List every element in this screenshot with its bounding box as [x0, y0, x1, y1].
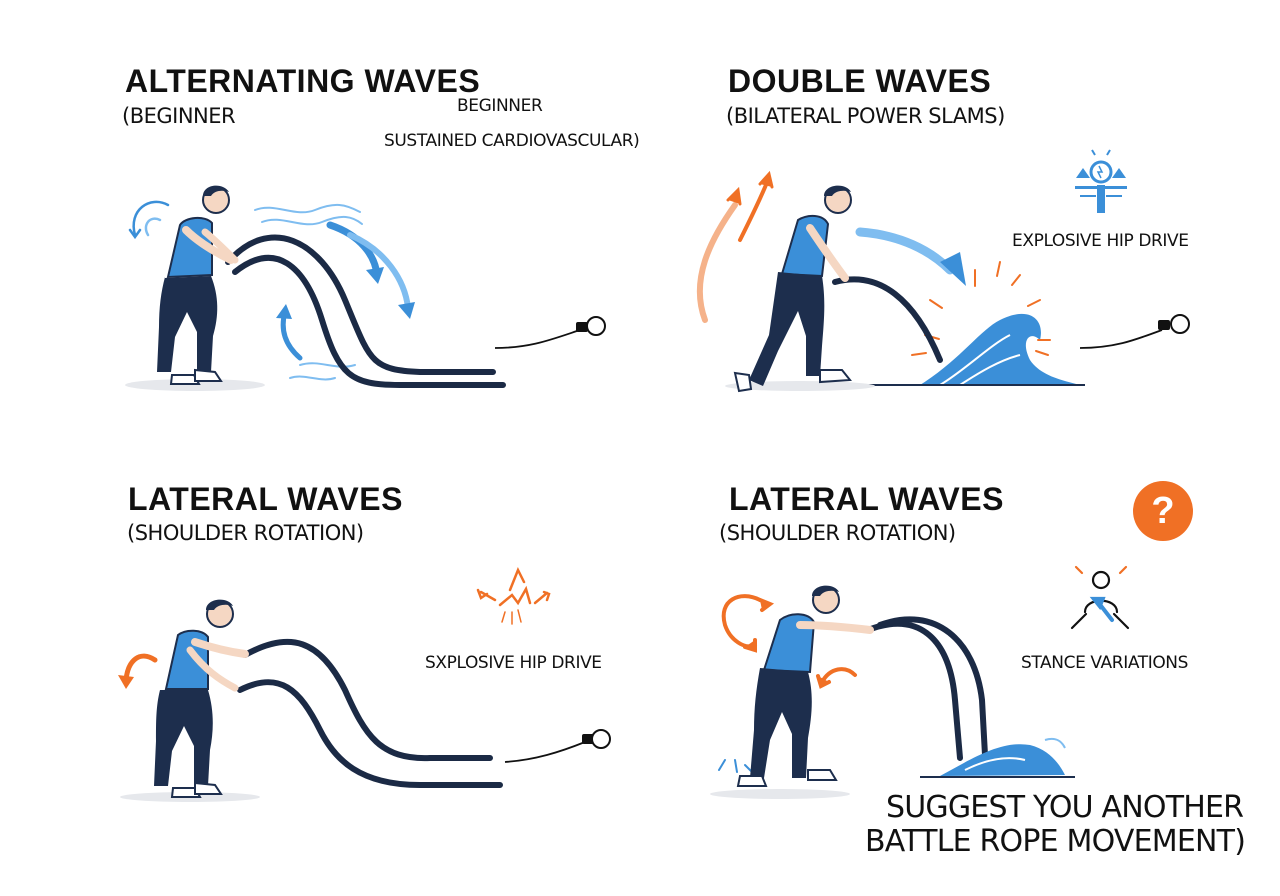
- panel-4-feature-label: STANCE VARIATIONS: [1021, 653, 1189, 673]
- panel-3-subtitle: (SHOULDER ROTATION): [127, 521, 364, 545]
- double-waves-illustration: [696, 149, 1190, 393]
- rope-anchor-icon: [504, 729, 611, 763]
- athlete-figure: [154, 599, 249, 798]
- motion-arrows-icon: [128, 200, 170, 240]
- athlete-figure: [157, 185, 239, 385]
- panel-3-feature-label: SXPLOSIVE HIP DRIVE: [425, 653, 602, 673]
- panel-3-title: LATERAL WAVES: [128, 481, 403, 517]
- panel-4-title: LATERAL WAVES: [729, 481, 1004, 517]
- wave-splash-icon: [860, 261, 1085, 386]
- rope-anchor-icon: [1079, 314, 1190, 349]
- panel-2-subtitle: (BILATERAL POWER SLAMS): [726, 104, 1005, 128]
- down-arrow-icon: [326, 221, 415, 319]
- alternating-waves-illustration: [125, 185, 606, 391]
- wave-splash-icon: [920, 737, 1075, 778]
- battle-rope: [237, 638, 503, 788]
- slam-arrow-icon: [855, 227, 966, 286]
- panel-1-title: ALTERNATING WAVES: [125, 63, 481, 99]
- panel-1-subtitle: (BEGINNER: [122, 104, 236, 128]
- up-arrow-icon: [276, 304, 303, 361]
- battle-rope: [225, 234, 506, 388]
- panel-2-title: DOUBLE WAVES: [728, 63, 992, 99]
- question-badge-icon[interactable]: ?: [1133, 481, 1193, 541]
- athlete-figure: [736, 585, 874, 787]
- lateral-waves-illustration: [118, 566, 611, 802]
- rotation-arrow-icon: [721, 594, 857, 689]
- panel-4-subtitle: (SHOULDER ROTATION): [719, 521, 956, 545]
- rope-anchor-icon: [494, 316, 606, 349]
- stance-person-icon: [1070, 565, 1130, 630]
- ground-motion-lines: [718, 759, 752, 773]
- panel-4-footer-line-2: BATTLE ROPE MOVEMENT): [865, 824, 1246, 859]
- panel-1-note-1: BEGINNER: [457, 96, 543, 116]
- hip-drive-target-icon: [1075, 149, 1127, 213]
- rotation-arrow-icon: [118, 653, 158, 689]
- battle-rope: [865, 616, 988, 761]
- athlete-figure: [733, 185, 852, 393]
- burst-arrows-icon: [476, 566, 551, 625]
- panel-1-note-2: SUSTAINED CARDIOVASCULAR): [384, 131, 640, 151]
- upward-arrows-icon: [696, 170, 774, 323]
- panel-4-footer-line-1: SUGGEST YOU ANOTHER: [886, 790, 1244, 825]
- battle-rope: [832, 276, 943, 363]
- wind-lines: [254, 204, 363, 381]
- panel-2-feature-label: EXPLOSIVE HIP DRIVE: [1012, 231, 1189, 251]
